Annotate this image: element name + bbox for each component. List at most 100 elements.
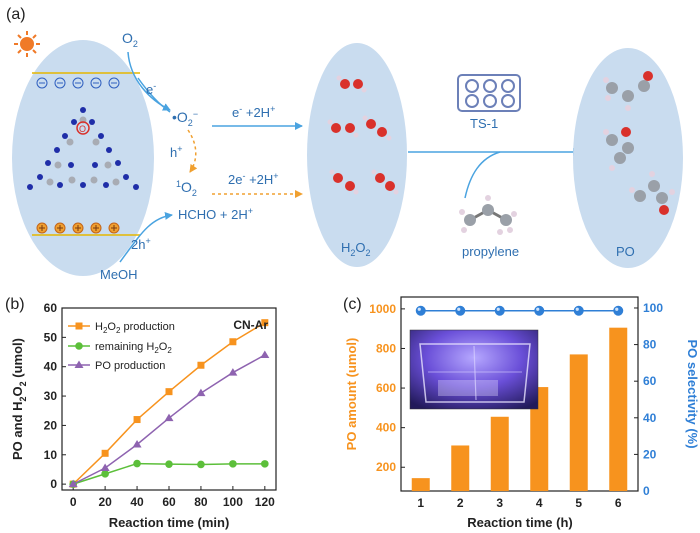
legend-item-h2o2-production: H2O2 production [68,321,175,335]
y2-tick-label: 60 [643,374,657,388]
y-tick-label: 800 [376,341,396,355]
bar-po-amount [569,354,588,491]
data-point-square [261,319,269,327]
y2-tick-label: 20 [643,447,657,461]
panel-a-label: (a) [6,6,26,23]
y-tick-label: 40 [44,360,58,374]
data-point-triangle [228,368,238,376]
panel-b-label: (b) [5,296,25,313]
sun-icon [14,31,40,57]
svg-text:remaining H2O2: remaining H2O2 [95,341,172,355]
data-point-circle [197,460,205,469]
data-point-square [229,338,237,346]
chart-b-xlabel: Reaction time (min) [109,515,230,530]
data-point-triangle [132,440,142,448]
chart-b-ylabel: PO and H2O2 (umol) [10,338,28,460]
svg-text:PO production: PO production [95,360,165,372]
y-tick-label: 1000 [369,302,396,316]
data-point-square [197,361,205,369]
y-tick-label: 0 [50,477,57,491]
step1-text: e- +2H+ [232,104,275,120]
inset-photo [409,329,539,410]
y-tick-label: 30 [44,389,58,403]
bar-po-amount [609,327,628,491]
bar-po-amount [490,416,509,491]
data-point-circle [229,460,237,468]
x-tick-label: 2 [457,496,464,510]
ts1-text: TS-1 [470,116,498,131]
carbon-nitride-molecule: O [27,107,139,190]
propylene-text: propylene [462,244,519,259]
superoxide-text: •O2− [172,109,198,128]
hole-text: h+ [170,144,183,160]
data-point-highlight [417,307,421,311]
h2o2-molecules [327,75,399,195]
propylene-molecule [459,195,517,235]
data-point-selectivity [613,305,624,316]
data-point-circle [165,460,173,468]
y2-tick-label: 40 [643,411,657,425]
data-point-highlight [496,307,500,311]
data-point-circle [261,460,269,468]
data-point-square [165,388,173,396]
hcho-text: HCHO + 2H+ [178,206,253,222]
o2-text: O2 [122,30,138,49]
y2-tick-label: 80 [643,338,657,352]
h2o2-oval [307,43,407,267]
singlet-o2-text: 1O2 [176,179,197,198]
svg-text:O: O [79,124,86,134]
chart-b-sample-label: CN-Ar [233,318,268,332]
electron-arrow [137,77,171,113]
chart-b-legend: H2O2 production remaining H2O2 PO produc… [68,321,175,372]
y-tick-label: 200 [376,460,396,474]
y-tick-label: 400 [376,421,396,435]
bar-po-amount [451,445,470,491]
po-molecules [603,71,675,215]
legend-item-po-production: PO production [68,360,165,372]
x-tick-label: 80 [194,495,208,509]
catalyst-oval [12,40,154,276]
y-tick-label: 60 [44,301,58,315]
data-point-circle [101,470,109,478]
legend-item-remaining-h2o2: remaining H2O2 [68,341,172,355]
x-tick-label: 4 [536,496,543,510]
y-tick-label: 20 [44,418,58,432]
y-tick-label: 50 [44,330,58,344]
x-tick-label: 5 [575,496,582,510]
data-point-square [133,416,141,424]
meoh-arrow [119,211,173,263]
y2-tick-label: 0 [643,484,650,498]
bar-po-amount [411,478,430,491]
panel-c-label: (c) [343,296,362,313]
meoh-text: MeOH [100,267,138,282]
propylene-arrow [464,151,501,199]
svg-text:H2O2 production: H2O2 production [95,321,175,335]
data-point-selectivity [573,305,584,316]
x-tick-label: 20 [98,495,112,509]
data-point-triangle [196,388,206,397]
data-point-square [101,449,109,457]
x-tick-label: 60 [162,495,176,509]
data-point-triangle [260,350,270,358]
x-tick-label: 1 [417,496,424,510]
y-tick-label: 600 [376,381,396,395]
x-tick-label: 6 [615,496,622,510]
data-point-selectivity [534,305,545,316]
chart-c-xlabel: Reaction time (h) [467,515,572,530]
data-point-selectivity [455,305,466,316]
step2-text: 2e- +2H+ [228,171,279,187]
bar-po-amount [530,387,549,491]
chart-c-ylabel-left: PO amount (umol) [344,338,359,451]
data-point-selectivity [415,305,426,316]
data-point-triangle [68,479,78,488]
electron-text: e- [146,81,156,97]
hole-oxidation-arrow [187,129,198,173]
chart-c-ylabel-right: PO selectivity (%) [685,339,700,448]
panel-a: (a) [6,6,683,282]
data-point-triangle [100,463,110,471]
chart-c-frame [400,296,639,492]
data-point-highlight [457,307,461,311]
